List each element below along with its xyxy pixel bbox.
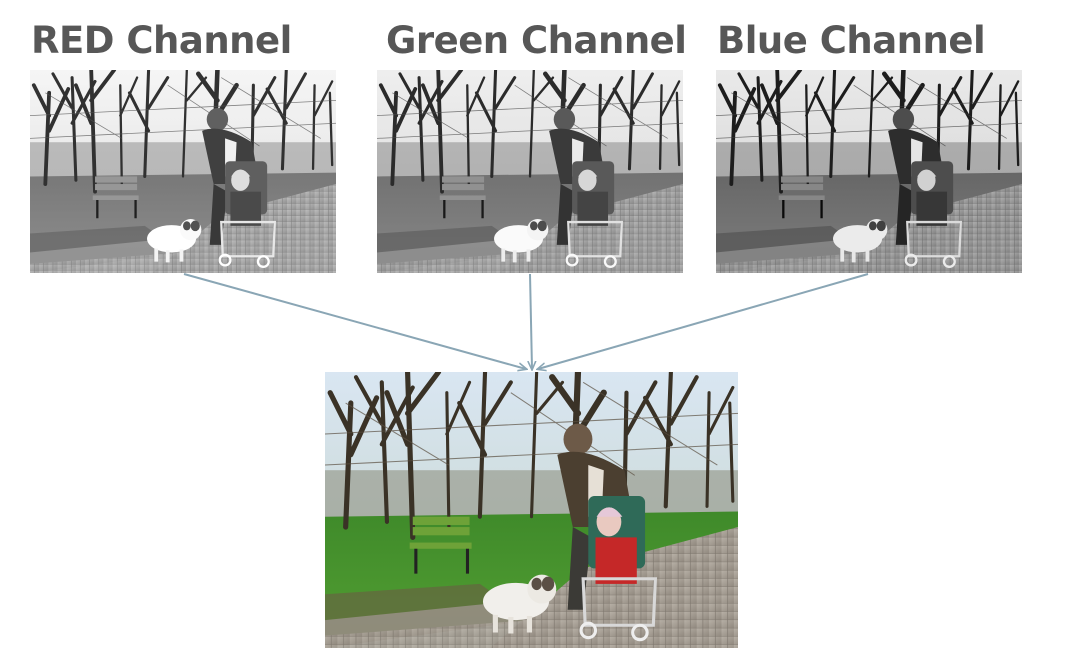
green-channel-image bbox=[377, 70, 683, 273]
arrow-from-red bbox=[183, 273, 526, 369]
green-channel-label: Green Channel bbox=[386, 19, 687, 62]
park-scene-grayscale-green bbox=[377, 70, 683, 273]
blue-channel-image bbox=[716, 70, 1022, 273]
arrow-from-green bbox=[530, 273, 532, 369]
blue-channel-label: Blue Channel bbox=[717, 19, 986, 62]
combined-color-image bbox=[325, 372, 738, 648]
park-scene-color bbox=[325, 372, 738, 648]
park-scene-grayscale-blue bbox=[716, 70, 1022, 273]
red-channel-label: RED Channel bbox=[31, 19, 292, 62]
arrow-from-blue bbox=[538, 273, 869, 369]
park-scene-grayscale-red bbox=[30, 70, 336, 273]
red-channel-image bbox=[30, 70, 336, 273]
